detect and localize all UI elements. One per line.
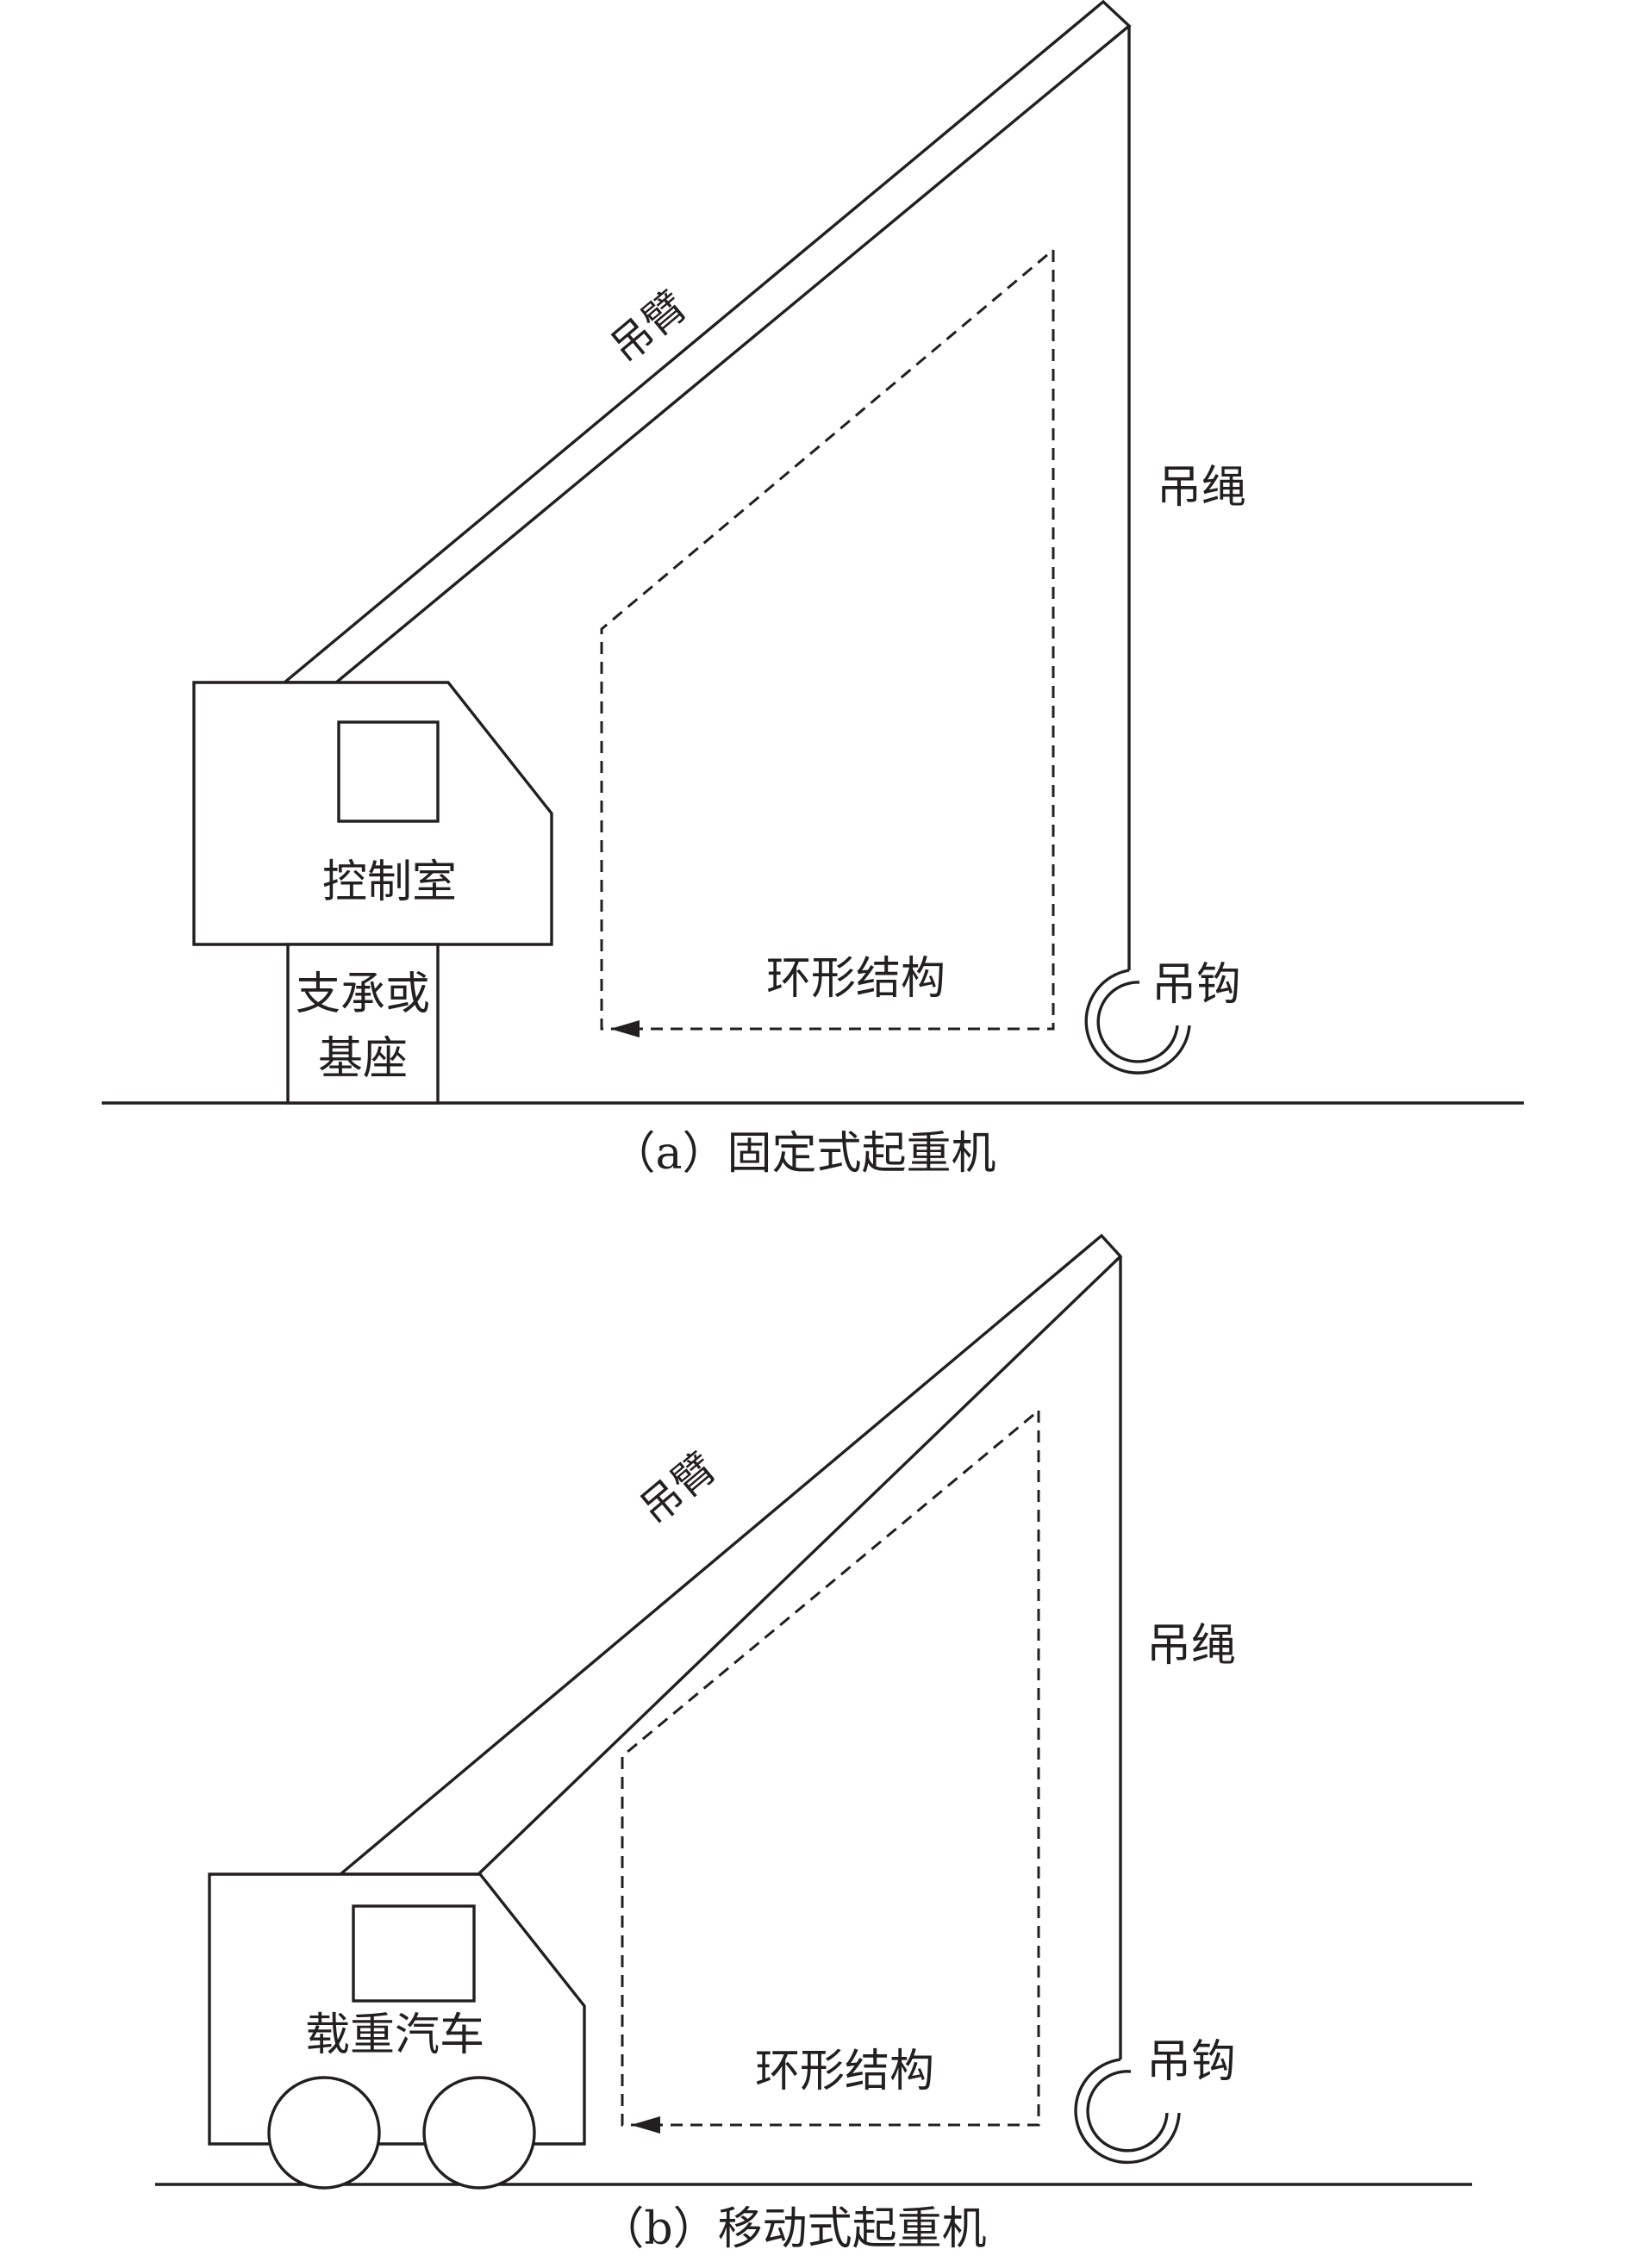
support-label-a-line1: 支承或 [296,969,430,1020]
loop-structure-b [621,1409,1040,2127]
loop-arrow-b [631,2116,660,2134]
support-base-a [286,943,440,1105]
boom-a [280,0,1132,684]
hook-b [1074,2058,1181,2165]
loop-label-a: 环形结构 [766,953,946,1005]
hook-label-a: 吊钩 [1152,959,1241,1011]
figure-a-fixed-crane: 吊臂 吊绳 吊钩 控制室 支承或 基座 环形结构 （a）固定式起重机 [102,0,1524,1180]
control-cabin-a [192,681,553,946]
vehicle-label-b: 载重汽车 [305,2009,484,2061]
figure-b-mobile-crane: 吊臂 吊绳 吊钩 载重汽车 环形结构 （b）移动式起重机 [155,1233,1472,2255]
truck-body-b [208,1872,586,2146]
hook-a-inner [1096,981,1179,1063]
cabin-window-a [337,720,440,823]
loop-label-b: 环形结构 [755,2046,934,2097]
rope-label-b: 吊绳 [1146,1620,1236,1672]
caption-b: （b）移动式起重机 [599,2203,986,2255]
truck-wheel-rear-b [422,2076,536,2190]
cabin-label-a: 控制室 [322,857,457,908]
boom-b [336,1233,1123,1876]
hook-label-b: 吊钩 [1146,2036,1236,2088]
rope-label-a: 吊绳 [1157,462,1246,514]
boom-label-b: 吊臂 [631,1443,726,1534]
hook-b-inner [1086,2070,1169,2153]
loop-structure-a [600,248,1055,1031]
truck-wheel-front-b [267,2076,381,2190]
loop-arrow-a [610,1020,640,1037]
support-label-a-line2: 基座 [318,1033,408,1085]
hook-a [1084,969,1191,1075]
truck-window-b [352,1904,476,2003]
caption-a: （a）固定式起重机 [610,1128,996,1180]
